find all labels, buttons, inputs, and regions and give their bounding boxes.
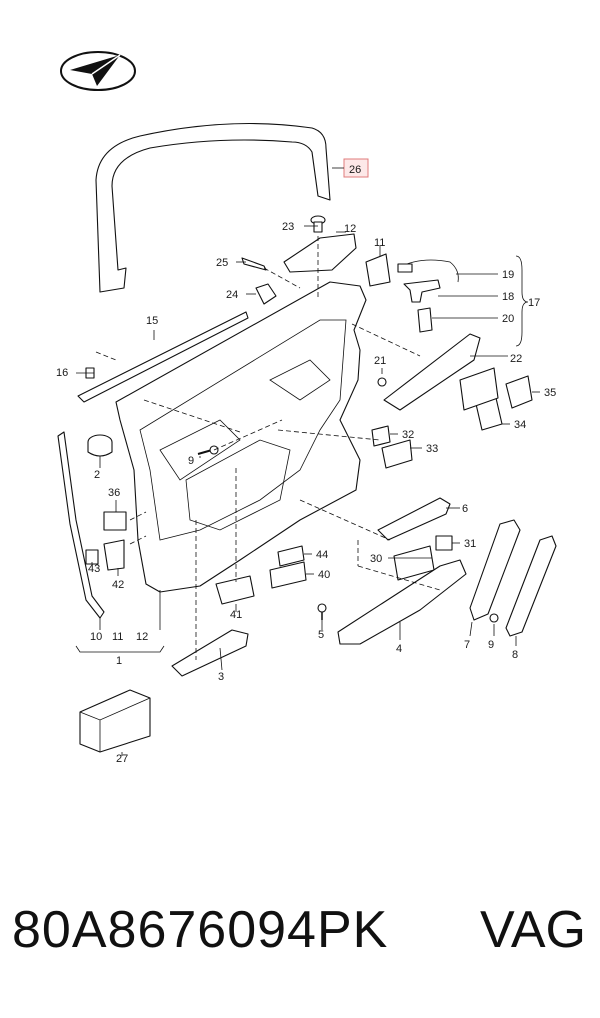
callout-3: 3 [218,671,224,683]
part-31-switch [435,535,453,551]
callout-34: 34 [514,419,526,431]
callout-20: 20 [502,313,514,325]
callout-18: 18 [502,291,514,303]
part-7-trim [469,519,521,621]
part-23-clip [310,215,326,233]
part-15-strip [77,311,249,403]
callout-36: 36 [108,487,120,499]
callout-35: 35 [544,387,556,399]
callout-11: 11 [374,237,385,249]
callout-2: 2 [94,469,100,481]
callout-25: 25 [216,257,228,269]
part-36-switch [103,511,127,531]
part-25-pin [241,257,267,271]
part-35-cover [505,375,533,409]
callout-26-highlight: 26 [332,158,369,178]
part-22-frame [459,367,499,411]
part-20-foam [417,307,433,333]
part-12-bracket [283,233,357,273]
part-21-screw [377,377,387,387]
part-2-speaker-cover [87,434,113,457]
callout-11-b: 11 [112,631,123,643]
part-27-kit-box [79,689,151,753]
callout-8: 8 [512,649,518,661]
callout-19: 19 [502,269,514,281]
callout-9: 9 [188,455,194,467]
callout-7: 7 [464,639,470,651]
part-number: 80A8676094PK [12,901,389,959]
callout-23: 23 [282,221,294,233]
part-9-screw-b [489,613,499,623]
callout-26: 26 [349,164,361,176]
footer: 80A8676094PK VAG [0,900,600,980]
callout-15: 15 [146,315,158,327]
callout-43: 43 [88,563,100,575]
part-24-bracket [255,283,277,305]
part-40-cover [269,561,307,589]
callout-24: 24 [226,289,238,301]
callout-31: 31 [464,538,476,550]
callout-1: 1 [116,655,122,667]
callout-22: 22 [510,353,522,365]
part-26-upper-trim [95,122,331,293]
callout-21: 21 [374,355,386,367]
callout-4: 4 [396,643,402,655]
callout-16: 16 [56,367,68,379]
callout-9-b: 9 [488,639,494,651]
part-22-bracket [383,333,481,411]
callout-30: 30 [370,553,382,565]
part-43-clip [85,549,99,565]
callout-27: 27 [116,753,128,765]
brand-label: VAG [480,901,586,959]
part-4-armrest [337,559,467,645]
callout-12-b: 12 [136,631,148,643]
part-44-cover [277,545,305,567]
callout-33: 33 [426,443,438,455]
part-18-mount [403,279,441,303]
callout-5: 5 [318,629,324,641]
callout-17: 17 [528,297,540,309]
callout-42: 42 [112,579,124,591]
part-6-handle [377,497,451,541]
callout-10: 10 [90,631,102,643]
group-bracket-17 [515,255,529,347]
leader-lines [76,225,540,756]
callout-44: 44 [316,549,328,561]
callout-32: 32 [402,429,414,441]
part-19-connector [397,263,413,273]
assembly-lines [95,236,441,660]
callout-40: 40 [318,569,330,581]
parts-diagram: 26 [56,51,557,765]
part-32-switch [371,425,391,447]
part-42-cover [103,539,125,571]
callout-41: 41 [230,609,242,621]
part-19-cable [397,259,459,283]
part-8-trim [505,535,557,637]
part-41-bracket [215,575,255,605]
callout-6: 6 [462,503,468,515]
airplane-logo-icon [60,51,136,91]
callout-labels: 1 2 3 4 5 6 7 8 9 9 10 11 11 12 12 15 16… [56,221,556,765]
part-5-screw [317,603,327,620]
callout-12: 12 [344,223,356,235]
part-11-mirror-bracket [365,253,391,287]
part-33-switch [381,439,413,469]
part-1-door-panel [115,281,367,593]
part-10-seal [57,431,105,619]
group-bracket-1 [75,645,165,653]
part-3-pull-strap [171,629,249,677]
